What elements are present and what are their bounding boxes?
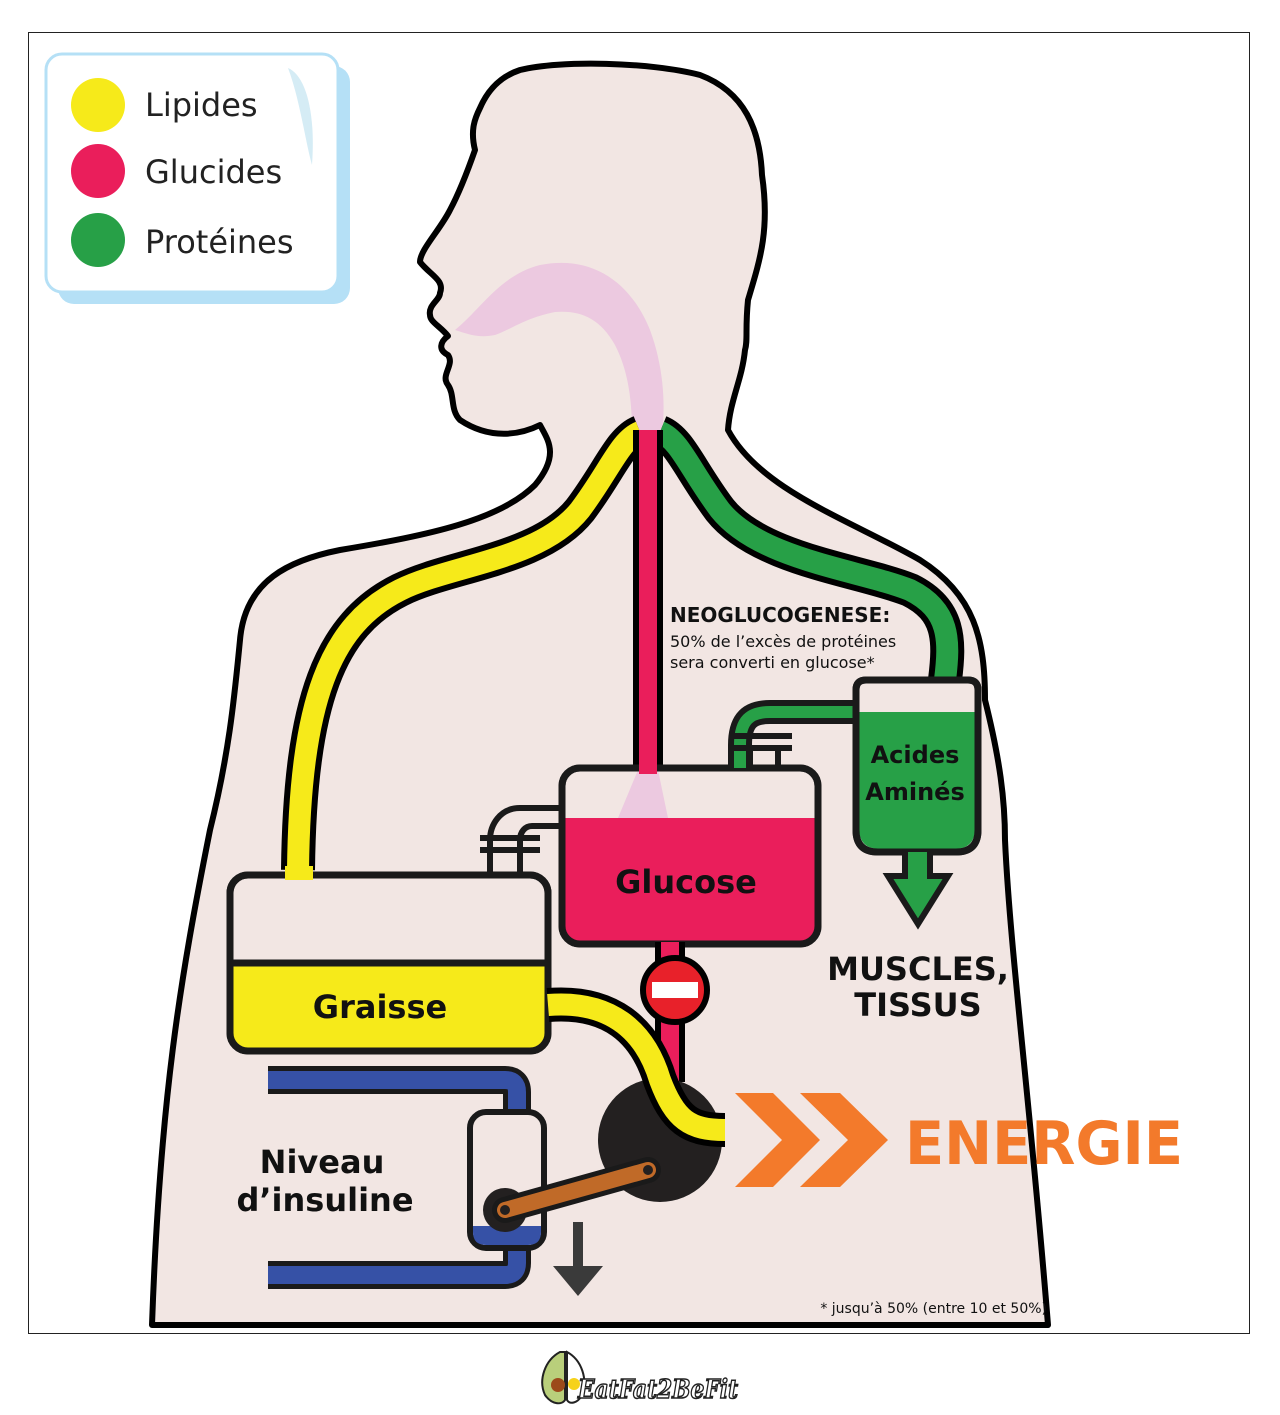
glucose-acides-connector <box>728 700 858 770</box>
legend-label-lipides: Lipides <box>145 86 258 124</box>
logo-text: EatFat2BeFit <box>577 1375 738 1405</box>
legend-swatch-glucides <box>71 144 125 198</box>
crank-arm <box>483 1157 661 1232</box>
glucose-tank <box>558 762 822 948</box>
down-arrow-icon <box>882 852 954 930</box>
muscles-label-line1: MUSCLES, <box>827 950 1009 988</box>
avocado-egg-icon <box>541 1351 566 1405</box>
neoglucogenese-title: NEOGLUCOGENESE: <box>670 603 890 627</box>
glucose-label: Glucose <box>615 863 757 901</box>
graisse-tank <box>226 866 552 1055</box>
insuline-label-line1: Niveau <box>260 1143 385 1181</box>
acides-label-line2: Aminés <box>865 778 964 806</box>
brand-logo: EatFat2BeFit <box>541 1350 739 1406</box>
neoglucogenese-line2: sera converti en glucose* <box>670 653 875 672</box>
digestive-tract <box>455 262 664 432</box>
energie-label: ENERGIE <box>905 1109 1183 1179</box>
graisse-label: Graisse <box>313 988 447 1026</box>
legend-label-glucides: Glucides <box>145 153 282 191</box>
insuline-label-line2: d’insuline <box>236 1181 413 1219</box>
graisse-glucose-connector <box>480 805 565 875</box>
acides-label-line1: Acides <box>871 741 960 769</box>
legend-swatch-lipides <box>71 78 125 132</box>
energie-chevrons-icon <box>735 1093 888 1187</box>
neoglucogenese-line1: 50% de l’excès de protéines <box>670 632 896 651</box>
legend: Lipides Glucides Protéines <box>44 52 350 304</box>
footnote: * jusqu’à 50% (entre 10 et 50%) <box>820 1301 1047 1317</box>
no-entry-icon <box>640 955 710 1025</box>
diagram-frame <box>28 32 1250 1334</box>
legend-label-proteines: Protéines <box>145 223 294 261</box>
muscles-label-line2: TISSUS <box>854 986 981 1024</box>
acides-amines-tank <box>852 676 982 930</box>
legend-swatch-proteines <box>71 213 125 267</box>
insuline-down-arrow-icon <box>553 1222 603 1296</box>
